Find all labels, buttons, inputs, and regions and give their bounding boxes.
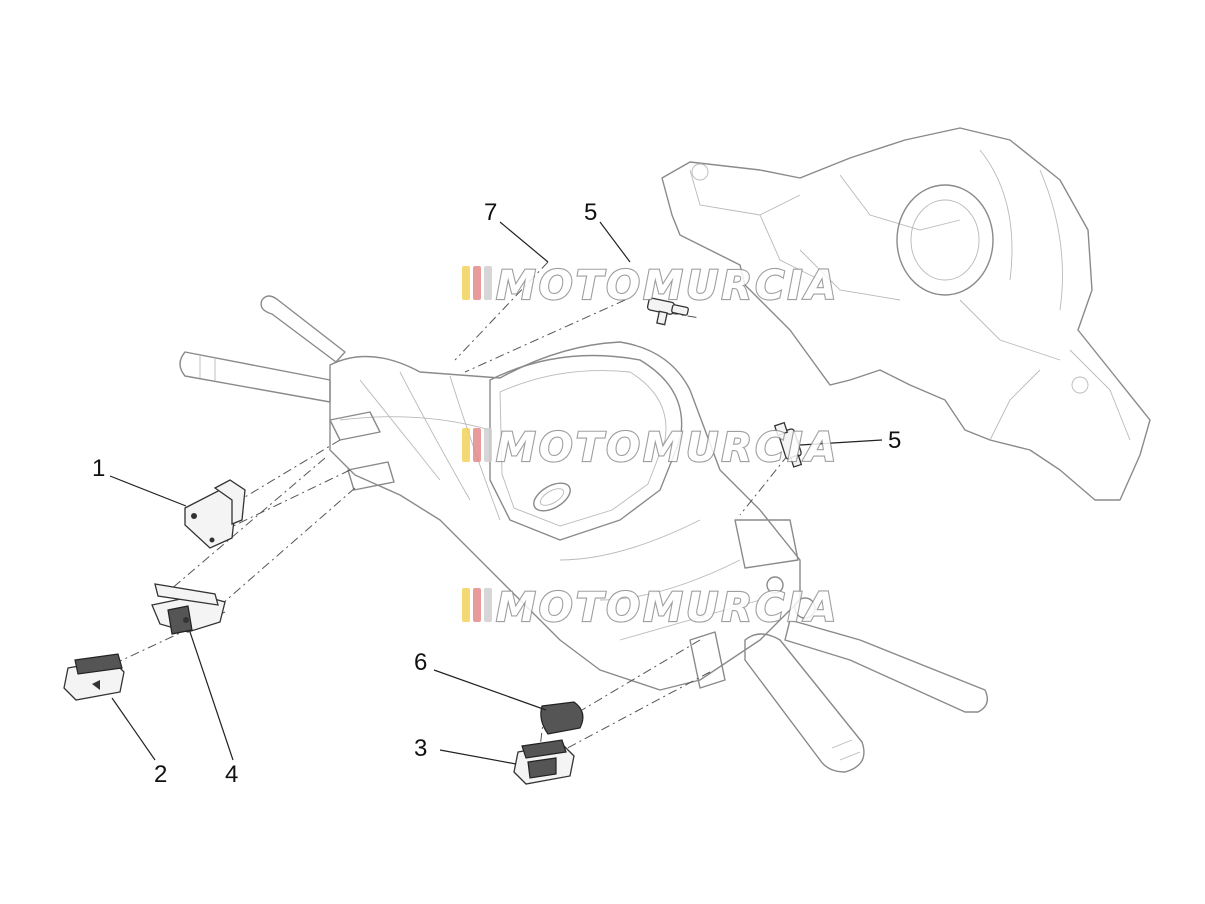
part-1-switch[interactable] [184,479,246,549]
callout-5-middle: 5 [888,427,901,454]
watermark-top: MOTOMURCIA [462,262,839,310]
callout-2: 2 [154,761,167,788]
callout-4: 4 [225,761,238,788]
watermark-bottom-text: MOTOMURCIA [496,585,839,631]
watermark-top-text: MOTOMURCIA [496,263,839,309]
part-5-bulb-lower[interactable] [773,421,803,468]
handlebar-assembly [179,295,988,773]
callout-5-upper: 5 [584,199,597,226]
watermark-middle-text: MOTOMURCIA [496,425,839,471]
callout-labels: 1 2 3 4 5 5 6 7 [92,199,901,788]
callout-6: 6 [414,649,427,676]
part-3-switch[interactable] [513,739,575,785]
callout-3: 3 [414,735,427,762]
leader-lines [109,221,883,765]
part-2-horn-button[interactable] [63,653,125,701]
part-5-bulb-upper[interactable] [646,297,689,326]
part-4-switch[interactable] [151,583,226,635]
watermark-middle: MOTOMURCIA [462,424,839,472]
callout-7: 7 [484,199,497,226]
callout-1: 1 [92,455,105,482]
handlebar-rear-cover [661,127,1151,501]
watermark-bottom: MOTOMURCIA [462,584,839,632]
part-6-cap[interactable] [540,701,584,735]
